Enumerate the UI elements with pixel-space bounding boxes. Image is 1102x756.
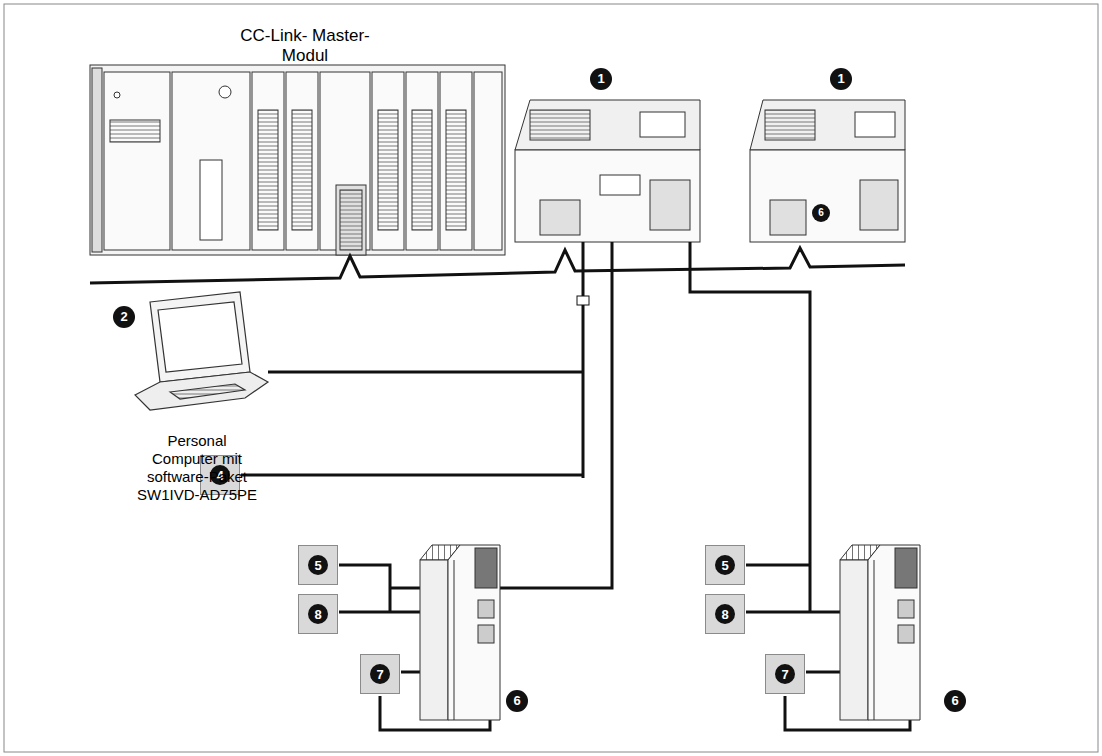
- callout-box: 8: [298, 594, 338, 634]
- callout-number: 7: [370, 664, 390, 684]
- callout-number: 6: [944, 690, 966, 712]
- cable: [241, 242, 910, 730]
- ferrite-core: [577, 296, 589, 305]
- servo-amplifier: [840, 545, 920, 720]
- callout-box: 7: [765, 654, 805, 694]
- callout-number: 1: [590, 68, 612, 90]
- callout-number: 5: [715, 555, 735, 575]
- positioning-module: [750, 100, 905, 242]
- callout-number: 6: [812, 204, 830, 222]
- servo-amplifier: [420, 545, 500, 720]
- callout-box: 8: [705, 594, 745, 634]
- callout-number: 1: [830, 68, 852, 90]
- callout-box: 5: [298, 545, 338, 585]
- callout-number: 2: [113, 306, 135, 328]
- callout-box: 7: [360, 654, 400, 694]
- part-label: CC-Link- Master-Modul: [240, 26, 370, 67]
- plc-rack: [90, 65, 505, 255]
- servo-amplifiers: [420, 545, 920, 720]
- callout-number: 6: [506, 690, 528, 712]
- callout-box: 5: [705, 545, 745, 585]
- positioning-module: [515, 100, 700, 242]
- frame: [4, 4, 1098, 752]
- callout-number: 5: [308, 555, 328, 575]
- cc-link-bus: [90, 248, 905, 283]
- callout-number: 7: [775, 664, 795, 684]
- part-label: Personal Computer mit software-Paket SW1…: [134, 432, 260, 504]
- callout-number: 8: [715, 604, 735, 624]
- laptop: [135, 292, 268, 410]
- callout-number: 8: [308, 604, 328, 624]
